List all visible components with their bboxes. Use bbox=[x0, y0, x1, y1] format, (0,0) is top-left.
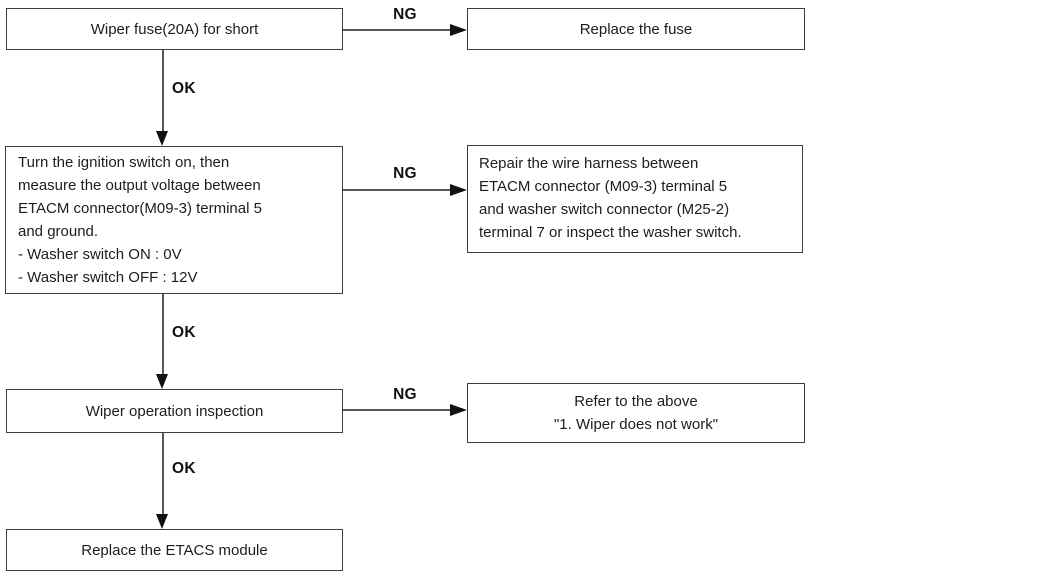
arrowhead-right-icon bbox=[450, 24, 467, 36]
arrowhead-down-icon bbox=[156, 131, 168, 146]
node-check-wiper-fuse: Wiper fuse(20A) for short bbox=[6, 8, 343, 50]
edge-label-ok-voltage: OK bbox=[172, 324, 196, 341]
connector-ng-fuse-line bbox=[343, 29, 451, 31]
node-measure-output-voltage: Turn the ignition switch on, then measur… bbox=[5, 146, 343, 294]
node-wiper-operation-inspection: Wiper operation inspection bbox=[6, 389, 343, 433]
arrowhead-down-icon bbox=[156, 514, 168, 529]
node-refer-to-wiper-does-not-work: Refer to the above "1. Wiper does not wo… bbox=[467, 383, 805, 443]
edge-label-ng-voltage: NG bbox=[393, 165, 417, 182]
edge-label-ok-inspection: OK bbox=[172, 460, 196, 477]
connector-ok-inspection-line bbox=[162, 433, 164, 515]
connector-ng-inspection-line bbox=[343, 409, 451, 411]
edge-label-ok-fuse: OK bbox=[172, 80, 196, 97]
connector-ng-voltage-line bbox=[343, 189, 451, 191]
arrowhead-down-icon bbox=[156, 374, 168, 389]
node-replace-etacs-module: Replace the ETACS module bbox=[6, 529, 343, 571]
node-replace-fuse: Replace the fuse bbox=[467, 8, 805, 50]
connector-ok-fuse-line bbox=[162, 50, 164, 133]
node-repair-wire-harness: Repair the wire harness between ETACM co… bbox=[467, 145, 803, 253]
edge-label-ng-fuse: NG bbox=[393, 6, 417, 23]
edge-label-ng-inspection: NG bbox=[393, 386, 417, 403]
connector-ok-voltage-line bbox=[162, 294, 164, 376]
arrowhead-right-icon bbox=[450, 184, 467, 196]
arrowhead-right-icon bbox=[450, 404, 467, 416]
